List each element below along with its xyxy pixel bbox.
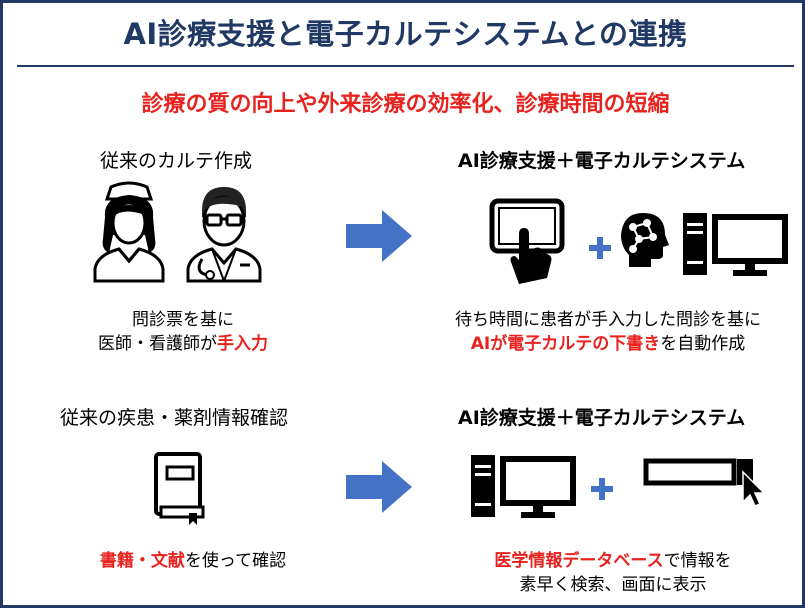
row1-left-caption-line1: 問診票を基に (132, 310, 234, 330)
row2-right-caption-highlight: 医学情報データベース (494, 551, 664, 571)
desktop-computer-icon (683, 213, 788, 276)
ai-brain-icon (621, 213, 669, 267)
arrow-right-icon (346, 210, 412, 262)
row2-left-caption: 書籍・文献を使って確認 (63, 549, 323, 573)
row1-left-caption-highlight: 手入力 (217, 334, 268, 354)
page-title: AI診療支援と電子カルテシステムとの連携 (123, 17, 688, 51)
row1-left-label: 従来のカルテ作成 (100, 150, 253, 172)
row1-right-caption-line1: 待ち時間に患者が手入力した問診を基に (455, 310, 761, 330)
tablet-touch-icon (489, 198, 565, 284)
row2-left-caption-highlight: 書籍・文献 (99, 551, 185, 571)
row2-right-caption-line1: 医学情報データベースで情報を (448, 549, 778, 573)
row1-left-caption: 問診票を基に 医師・看護師が手入力 (73, 308, 293, 356)
plus-icon (589, 237, 611, 259)
book-icon (154, 452, 205, 525)
desktop-computer-icon (471, 455, 576, 518)
row1-left-caption-plain: 医師・看護師が (98, 334, 217, 354)
row2-left-label: 従来の疾患・薬剤情報確認 (60, 407, 289, 429)
row2-right-caption-line2: 素早く検索、画面に表示 (519, 575, 707, 595)
doctor-icon (186, 187, 262, 283)
nurse-icon (93, 181, 165, 283)
title-divider (17, 65, 794, 67)
row1-right-caption-highlight: AIが電子カルテの下書き (470, 334, 661, 354)
page-subtitle: 診療の質の向上や外来診療の効率化、診療時間の短縮 (141, 92, 670, 117)
plus-icon (591, 478, 613, 500)
row1-right-label: AI診療支援＋電子カルテシステム (458, 150, 746, 172)
row2-right-caption: 医学情報データベースで情報を 素早く検索、画面に表示 (448, 549, 778, 597)
row2-right-label: AI診療支援＋電子カルテシステム (458, 407, 746, 429)
search-bar-icon (643, 458, 766, 507)
row2-right-caption-plain: で情報を (663, 551, 732, 571)
row2-left-caption-plain: を使って確認 (184, 551, 287, 571)
row1-right-caption-line2: AIが電子カルテの下書きを自動作成 (418, 332, 798, 356)
row1-right-caption-plain: を自動作成 (660, 334, 746, 354)
row1-right-caption: 待ち時間に患者が手入力した問診を基に AIが電子カルテの下書きを自動作成 (418, 308, 798, 356)
arrow-right-icon (346, 461, 412, 513)
row1-left-caption-line2: 医師・看護師が手入力 (73, 332, 293, 356)
